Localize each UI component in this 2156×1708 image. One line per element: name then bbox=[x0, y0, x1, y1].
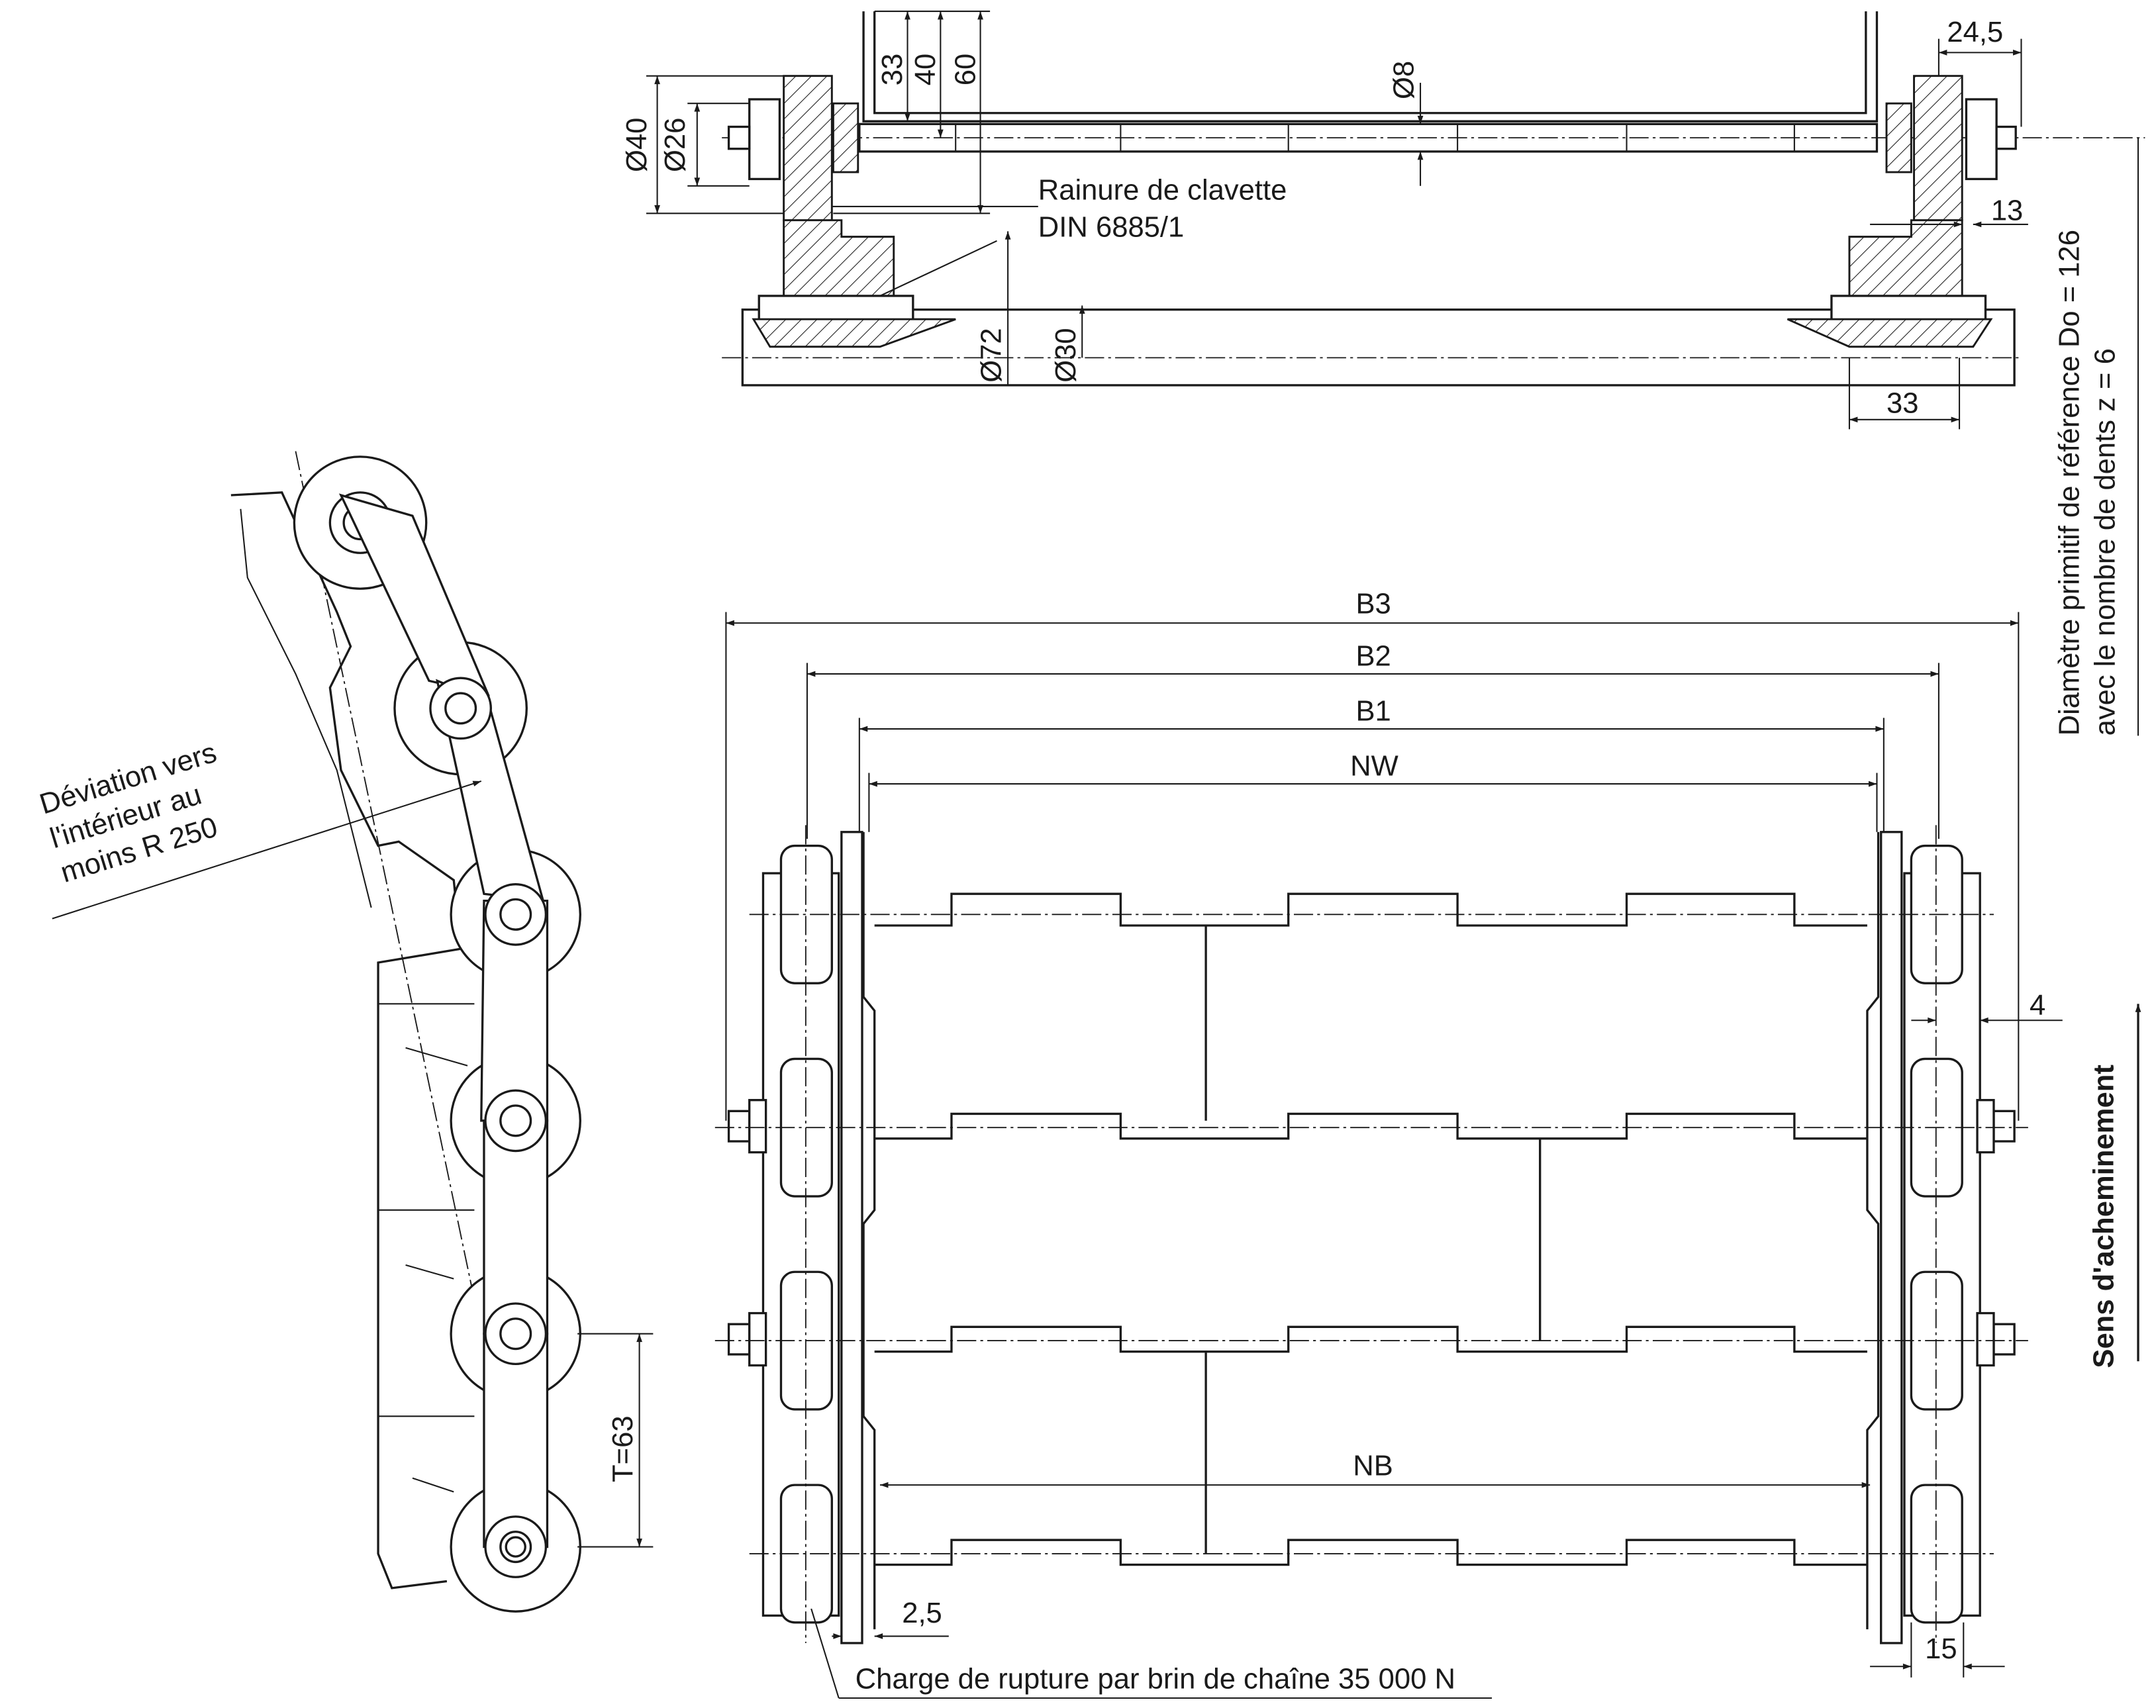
dim-d8: Ø8 bbox=[1389, 61, 1420, 99]
side-view-chain bbox=[230, 451, 581, 1613]
dim-15: 15 bbox=[1925, 1633, 1957, 1665]
dim-2-5: 2,5 bbox=[902, 1597, 942, 1629]
dim-h40: 40 bbox=[910, 54, 942, 86]
dim-13: 13 bbox=[1991, 195, 2024, 227]
dim-nb: NB bbox=[1353, 1450, 1393, 1482]
front-view-conveyor bbox=[714, 825, 2028, 1644]
conveying-direction-label: Sens d'acheminement bbox=[2088, 1065, 2120, 1368]
dim-h33: 33 bbox=[877, 54, 908, 86]
pitch-diameter-note: Diamètre primitif de référence Do = 126 bbox=[2054, 230, 2086, 735]
keyway-standard: DIN 6885/1 bbox=[1038, 212, 1185, 244]
dim-d30: Ø30 bbox=[1050, 328, 1082, 382]
front-view-dimensions: B3 B2 B1 NW NB 4 2,5 15 Charge de ruptur… bbox=[725, 589, 2141, 1699]
dim-33-bottom: 33 bbox=[1886, 387, 1919, 419]
dim-b2: B2 bbox=[1355, 641, 1391, 673]
top-view-dimensions: Ø40 Ø26 33 40 60 Ø8 Rainure de clavette … bbox=[621, 11, 2139, 736]
dim-b1: B1 bbox=[1355, 696, 1391, 728]
teeth-count-note: avec le nombre de dents z = 6 bbox=[2090, 348, 2122, 735]
dim-d26: Ø26 bbox=[660, 118, 691, 172]
breaking-load-note: Charge de rupture par brin de chaîne 35 … bbox=[856, 1663, 1455, 1695]
dim-h60: 60 bbox=[950, 54, 981, 86]
pitch-label: T=63 bbox=[607, 1415, 639, 1482]
top-view-shaft-assembly bbox=[722, 11, 2145, 387]
dim-d40: Ø40 bbox=[621, 118, 653, 172]
keyway-label: Rainure de clavette bbox=[1038, 175, 1287, 207]
dim-24-5: 24,5 bbox=[1947, 17, 2003, 48]
dim-4: 4 bbox=[2030, 990, 2045, 1021]
dim-nw: NW bbox=[1350, 751, 1398, 783]
dim-d72: Ø72 bbox=[976, 328, 1008, 382]
dim-b3: B3 bbox=[1355, 589, 1391, 620]
